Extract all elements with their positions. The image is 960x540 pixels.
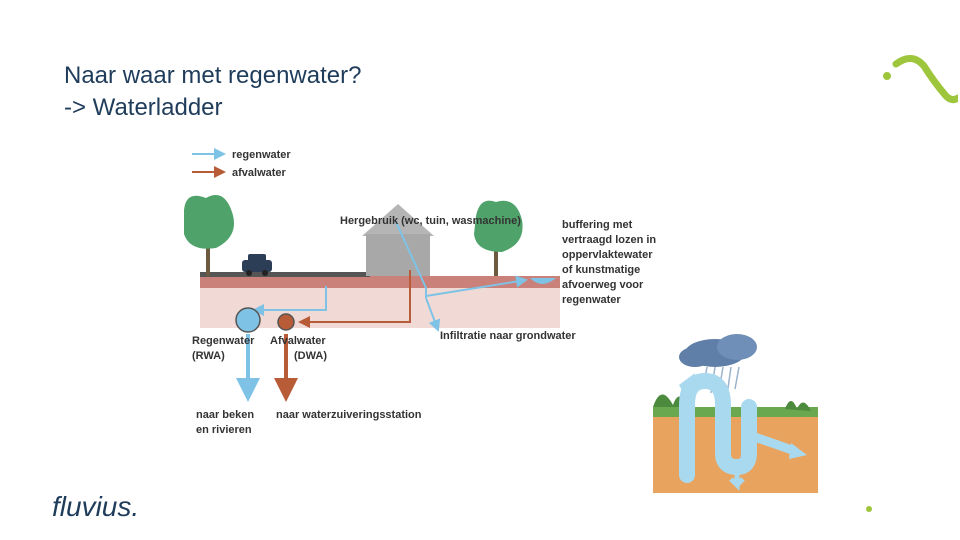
roof-rain-flow: [395, 221, 427, 298]
rwa-label: Regenwater: [192, 335, 255, 347]
rwa-label-abbr: (RWA): [192, 350, 225, 362]
slide-title: Naar waar met regenwater? -> Waterladder: [64, 60, 361, 124]
slide-title-line-1: Naar waar met regenwater?: [64, 62, 362, 89]
buffer-label-line: afvoerweg voor: [562, 279, 644, 291]
legend-waste-label: afvalwater: [232, 167, 287, 179]
rwa-feed-flow: [252, 286, 327, 316]
grass-layer: [653, 407, 818, 417]
water-ladder-u-arrow: [679, 372, 757, 483]
dwa-label-abbr: (DWA): [294, 350, 327, 362]
infiltration-label: Infiltratie naar grondwater: [440, 330, 576, 342]
side-arrow-icon: [747, 430, 797, 456]
tree-left-icon: [184, 195, 234, 276]
fluvius-logo-mark-icon: [883, 55, 958, 104]
rwa-pipe-icon: [235, 307, 261, 333]
buffer-flow: [425, 275, 528, 297]
waste-feed-flow: [298, 270, 411, 328]
ground-strip: [200, 276, 560, 288]
rain-cloud-icon: [679, 334, 757, 396]
buffer-label-line: buffering met: [562, 219, 633, 231]
dwa-pipe-icon: [277, 313, 295, 331]
buffer-label-line: regenwater: [562, 294, 621, 306]
river-label-2: en rivieren: [196, 424, 252, 436]
water-ladder-illustration: [645, 325, 820, 495]
car-icon: [242, 254, 272, 276]
river-label: naar beken: [196, 409, 254, 421]
infiltration-flow: [425, 297, 441, 332]
buffer-label-line: oppervlaktewater: [562, 249, 653, 261]
brand-name: fluvius.: [52, 491, 139, 522]
buffer-label-line: of kunstmatige: [562, 264, 640, 276]
up-arrow-icon: [679, 373, 695, 399]
house-icon: [362, 204, 434, 276]
treatment-label: naar waterzuiveringsstation: [276, 409, 422, 421]
pond: [530, 278, 556, 284]
fluvius-logo: fluvius.: [52, 491, 139, 522]
house-reuse-label: Hergebruik (wc, tuin, wasmachine): [340, 215, 521, 227]
down-arrow-icon: [729, 465, 745, 492]
plants-right-icon: [785, 401, 811, 411]
buffer-label: buffering met vertraagd lozen in oppervl…: [562, 219, 656, 306]
road: [200, 272, 370, 277]
slide-title-line-2: -> Waterladder: [64, 94, 223, 121]
legend-rain-label: regenwater: [232, 149, 291, 161]
side-arrow-head-icon: [789, 443, 807, 459]
dwa-label: Afvalwater: [270, 335, 326, 347]
accent-dot: [866, 506, 872, 512]
tree-right-icon: [474, 200, 523, 276]
waterladder-diagram: regenwater afvalwater Hergebruik (wc, tu…: [184, 148, 656, 436]
buffer-label-line: vertraagd lozen in: [562, 234, 656, 246]
